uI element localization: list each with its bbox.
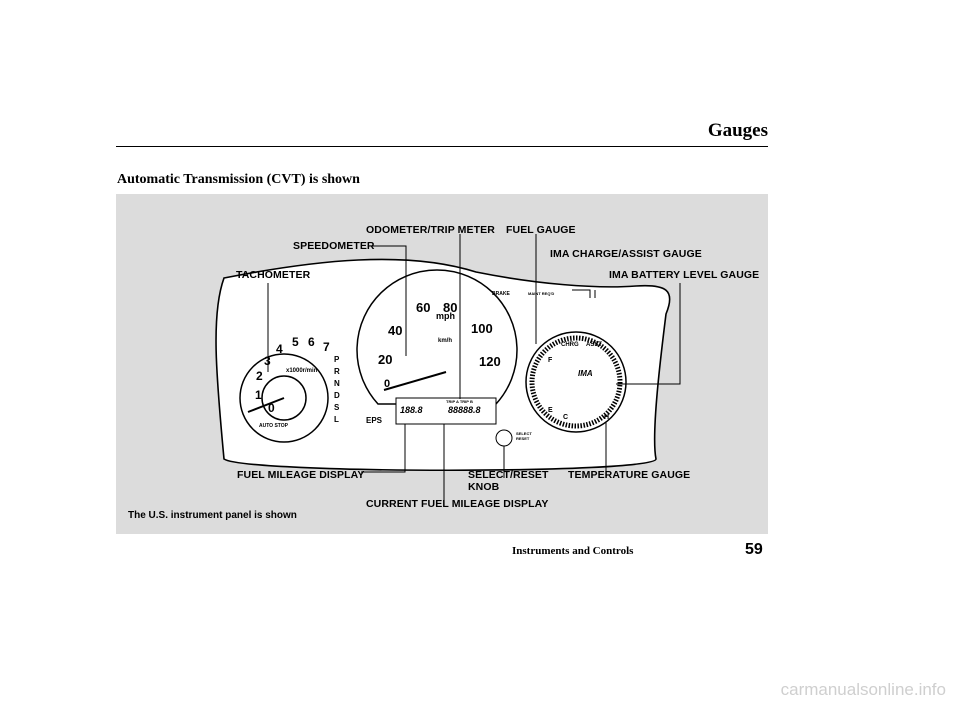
temp-h: H bbox=[604, 414, 609, 421]
ima-charge-label: IMA CHARGE/ASSIST GAUGE bbox=[550, 248, 702, 260]
gear-r: R bbox=[334, 367, 340, 376]
speed-20: 20 bbox=[378, 352, 392, 367]
speed-0: 0 bbox=[384, 378, 390, 390]
speed-80: 80 bbox=[443, 300, 457, 315]
ima-label: IMA bbox=[578, 369, 593, 378]
tach-6: 6 bbox=[308, 335, 315, 349]
tach-0: 0 bbox=[268, 401, 275, 415]
instrument-panel-illustration: 0 1 2 3 4 5 6 7 x1000r/min AUTO STOP P R… bbox=[215, 234, 681, 500]
tach-1: 1 bbox=[255, 388, 262, 402]
current-mileage-label: CURRENT FUEL MILEAGE DISPLAY bbox=[366, 498, 549, 510]
tach-unit: x1000r/min bbox=[286, 368, 318, 374]
header-rule bbox=[116, 146, 768, 147]
speed-120: 120 bbox=[479, 354, 501, 369]
select-reset-line1: SELECT/RESET bbox=[468, 469, 549, 481]
tach-7: 7 bbox=[323, 340, 330, 354]
section-title: Automatic Transmission (CVT) is shown bbox=[117, 172, 360, 187]
gear-d: D bbox=[334, 391, 340, 400]
fuel-e: E bbox=[548, 407, 553, 414]
brake-indicator: BRAKE bbox=[492, 291, 510, 297]
tachometer-dial: 0 1 2 3 4 5 6 7 x1000r/min AUTO STOP bbox=[239, 335, 330, 443]
figure-caption: The U.S. instrument panel is shown bbox=[128, 510, 297, 521]
instrument-panel-figure: 0 1 2 3 4 5 6 7 x1000r/min AUTO STOP P R… bbox=[116, 194, 768, 534]
leader-lines bbox=[267, 234, 681, 500]
temperature-label: TEMPERATURE GAUGE bbox=[568, 469, 691, 481]
page-header-title: Gauges bbox=[707, 120, 768, 141]
footer-section: Instruments and Controls bbox=[512, 545, 634, 557]
gear-n: N bbox=[334, 379, 340, 388]
kmh-label: km/h bbox=[438, 338, 452, 344]
speedometer-dial: 0 20 40 60 80 100 120 mph km/h 188.8 888… bbox=[356, 269, 518, 425]
speed-100: 100 bbox=[471, 321, 493, 336]
auto-stop-label: AUTO STOP bbox=[259, 423, 289, 429]
select-reset-line2: KNOB bbox=[468, 481, 500, 493]
ima-battery-label: IMA BATTERY LEVEL GAUGE bbox=[609, 269, 760, 281]
tach-5: 5 bbox=[292, 335, 299, 349]
asst-label: ASST bbox=[586, 342, 602, 348]
gear-l: L bbox=[334, 415, 339, 424]
speed-60: 60 bbox=[416, 300, 430, 315]
select-label: SELECT bbox=[516, 431, 532, 436]
odo-readout: 88888.8 bbox=[448, 405, 481, 415]
trip-label: TRIP A TRIP B bbox=[446, 399, 473, 404]
chrg-label: CHRG bbox=[561, 342, 579, 348]
gear-s: S bbox=[334, 403, 340, 412]
watermark: carmanualsonline.info bbox=[780, 680, 946, 699]
page-number: 59 bbox=[745, 541, 763, 558]
eps-indicator: EPS bbox=[366, 416, 383, 425]
reset-label: RESET bbox=[516, 436, 530, 441]
mph-label: mph bbox=[436, 311, 455, 321]
odometer-label: ODOMETER/TRIP METER bbox=[366, 224, 495, 236]
fuel-gauge-label: FUEL GAUGE bbox=[506, 224, 576, 236]
tachometer-label: TACHOMETER bbox=[236, 269, 311, 281]
fuel-f: F bbox=[548, 357, 553, 364]
fuel-mileage-label: FUEL MILEAGE DISPLAY bbox=[237, 469, 365, 481]
ima-fuel-temp-gauge: CHRG ASST IMA F E C H bbox=[525, 331, 627, 433]
gear-p: P bbox=[334, 355, 340, 364]
tach-4: 4 bbox=[276, 342, 283, 356]
speedometer-label: SPEEDOMETER bbox=[293, 240, 375, 252]
mileage-readout: 188.8 bbox=[400, 405, 423, 415]
gear-indicator: P R N D S L bbox=[334, 355, 340, 424]
speed-40: 40 bbox=[388, 323, 402, 338]
temp-c: C bbox=[563, 414, 568, 421]
tach-2: 2 bbox=[256, 369, 263, 383]
maint-indicator: MAINT REQ'D bbox=[528, 291, 554, 296]
